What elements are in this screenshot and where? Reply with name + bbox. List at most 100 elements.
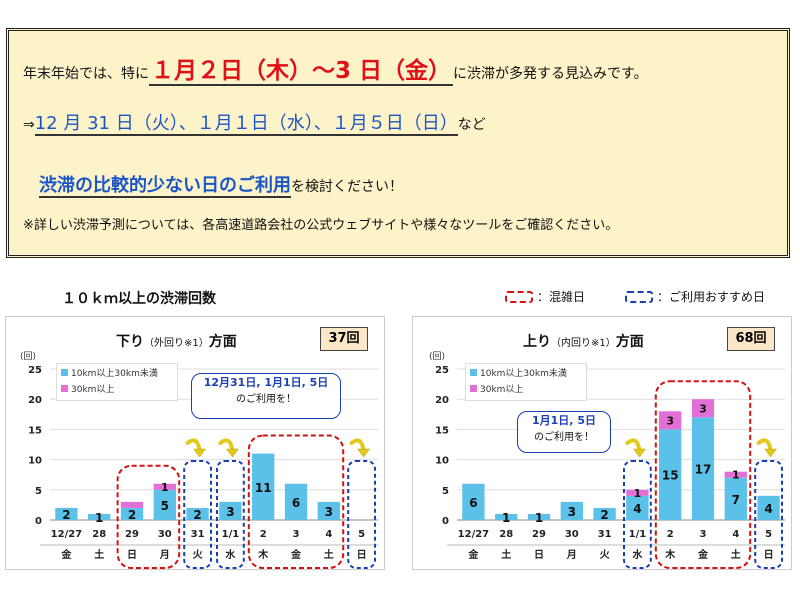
legend-congested-label: ：混雑日 (537, 290, 586, 304)
weekday-label: 日 (534, 549, 544, 561)
arrow-text: ⇒ (23, 117, 35, 133)
data-label: 2 (600, 508, 608, 522)
chart-title-main: 上り (523, 334, 551, 350)
weekday-label: 水 (631, 548, 643, 561)
notice-line-3: 渋滞の比較的少ない日のご利用を検討ください！ (39, 171, 403, 198)
x-tick-label: 5 (765, 529, 772, 540)
weekday-label: 土 (731, 548, 741, 561)
chart-legend: 10km以上30km未満 30km以上 (56, 363, 178, 401)
bar-segment-10-30km (284, 483, 308, 520)
y-tick-label: 10 (28, 456, 42, 467)
legend-recommended-label: ：ご利用おすすめ日 (657, 290, 766, 304)
legend-recommended: ：ご利用おすすめ日 (625, 288, 765, 305)
legend-label: 10km以上30km未満 (480, 368, 567, 379)
congested-day-outline (654, 380, 752, 569)
weekday-label: 月 (159, 549, 170, 561)
bar-segment-10-30km (626, 495, 649, 520)
red-dashed-box-icon (505, 290, 533, 303)
legend-label: 10km以上30km未満 (71, 368, 158, 379)
bar-segment-30km-plus (691, 399, 715, 418)
data-label: 2 (62, 508, 70, 522)
blue-dashed-box-icon (625, 290, 653, 303)
bar-segment-10-30km (317, 501, 340, 520)
data-label: 6 (469, 496, 477, 510)
bar-segment-30km-plus (153, 483, 176, 490)
data-label: 2 (193, 508, 201, 522)
yellow-arrow-icon (756, 438, 773, 453)
pink-square-icon (61, 384, 68, 392)
data-label: 6 (292, 496, 300, 510)
bar-segment-10-30km (153, 489, 176, 520)
callout-dates: 1月1日, 5日 (532, 414, 596, 427)
bar-segment-10-30km (527, 513, 551, 520)
y-tick-label: 5 (442, 486, 449, 497)
weekday-label: 日 (127, 549, 137, 561)
data-label: 3 (699, 402, 707, 415)
weekday-label: 水 (224, 548, 236, 561)
notice-line-2: ⇒12 月 31 日（火）、１月１日（水）、１月５日（日）など (23, 109, 486, 136)
chart-title-main: 下り (116, 334, 144, 350)
congested-day-outline (247, 434, 345, 569)
y-tick-label: 15 (28, 425, 42, 436)
weekday-label: 土 (94, 548, 104, 561)
notice-text: など (457, 117, 486, 133)
y-tick-label: 5 (35, 486, 42, 497)
legend-label: 30km以上 (480, 384, 524, 395)
bar-segment-10-30km (462, 483, 485, 520)
bar-segment-30km-plus (724, 471, 747, 478)
recommendation-callout: 12月31日, 1月1日, 5日 のご利用を！ (191, 373, 341, 419)
weekday-label: 土 (324, 548, 334, 561)
data-label: 1 (732, 469, 740, 482)
y-tick-label: 0 (35, 516, 42, 527)
weekday-label: 金 (290, 548, 302, 561)
chart-inbound-title: 上り（内回り※1）方面 (523, 331, 644, 351)
chart-title-suffix: 方面 (208, 334, 237, 350)
data-label: 4 (633, 502, 641, 516)
data-label: 11 (255, 481, 272, 495)
x-tick-label: 3 (700, 529, 707, 540)
notice-text: を検討ください！ (291, 179, 403, 195)
data-label: 4 (764, 502, 772, 516)
bar-segment-10-30km (757, 495, 780, 520)
yellow-arrowhead-icon (225, 448, 239, 458)
bar-segment-10-30km (186, 507, 209, 520)
bar-segment-10-30km (88, 513, 111, 520)
notice-box: 年末年始では、特に１月２日（木）～3 日（金）に渋滞が多発する見込みです。 ⇒1… (6, 28, 790, 258)
y-tick-label: 20 (435, 395, 449, 406)
y-tick-label: 10 (435, 456, 449, 467)
recommendation-callout: 1月1日, 5日 のご利用を！ (517, 411, 611, 453)
total-count-badge: 68回 (727, 327, 775, 351)
cyan-square-icon (470, 368, 477, 376)
yellow-arrowhead-icon (764, 448, 778, 458)
peak-dates: １月２日（木）～3 日（金） (149, 58, 454, 86)
x-tick-label: 31 (191, 529, 205, 540)
x-tick-label: 2 (667, 529, 674, 540)
weekday-label: 木 (257, 548, 269, 561)
x-tick-label: 28 (92, 529, 106, 540)
x-tick-label: 29 (125, 529, 139, 540)
bar-segment-10-30km (560, 501, 583, 520)
bar-segment-10-30km (724, 477, 747, 520)
data-label: 7 (732, 493, 740, 507)
yellow-arrow-icon (185, 438, 202, 453)
bar-segment-30km-plus (626, 489, 649, 496)
x-tick-label: 1/1 (222, 529, 240, 540)
data-label: 3 (666, 414, 674, 427)
recommended-dates: 12 月 31 日（火）、１月１日（水）、１月５日（日） (34, 113, 458, 136)
yellow-arrow-icon (625, 438, 642, 453)
x-tick-label: 30 (565, 529, 579, 540)
callout-dates: 12月31日, 1月1日, 5日 (203, 376, 329, 389)
chart-title-suffix: 方面 (615, 334, 644, 350)
bar-segment-10-30km (495, 513, 518, 520)
weekday-label: 金 (697, 548, 709, 561)
data-label: 5 (161, 499, 169, 513)
x-tick-label: 30 (158, 529, 172, 540)
x-tick-label: 2 (260, 529, 267, 540)
recommendation-text: 渋滞の比較的少ない日のご利用 (39, 175, 291, 198)
data-label: 1 (535, 511, 543, 525)
legend-item-series2: 30km以上 (57, 380, 177, 396)
yellow-arrowhead-icon (193, 448, 207, 458)
pink-square-icon (470, 384, 477, 392)
